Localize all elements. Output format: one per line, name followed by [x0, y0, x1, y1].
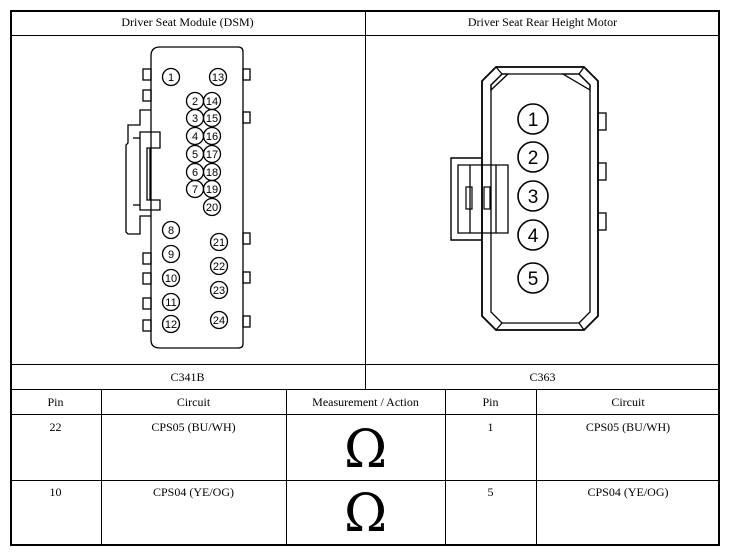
dsm-pin-number: 1 [168, 72, 174, 84]
header-measurement: Measurement / Action [312, 395, 419, 409]
dsm-pin-number: 8 [168, 225, 174, 237]
dsm-pin-number: 9 [168, 249, 174, 261]
dsm-pin-number: 7 [192, 184, 198, 196]
dsm-pin-number: 4 [192, 131, 198, 143]
dsm-pin-number: 13 [212, 72, 224, 84]
dsm-pin-number: 22 [213, 261, 225, 273]
row2-circuit-b: CPS04 (YE/OG) [587, 485, 669, 499]
divider [286, 389, 287, 546]
dsm-pin-number: 23 [213, 285, 225, 297]
divider [101, 389, 102, 546]
row1-circuit-b: CPS05 (BU/WH) [585, 420, 671, 434]
dsm-pin-number: 5 [192, 149, 198, 161]
dsm-pin-number: 16 [206, 131, 218, 143]
motor-pin-number: 5 [528, 269, 539, 290]
dsm-pin-number: 12 [165, 319, 177, 331]
row2-circuit-a: CPS04 (YE/OG) [152, 485, 234, 499]
header-circuit-a: Circuit [176, 395, 211, 409]
dsm-pin-number: 19 [206, 184, 218, 196]
divider [445, 389, 446, 546]
row2-pin-a: 10 [49, 485, 62, 499]
dsm-pin-number: 10 [165, 273, 177, 285]
row2-ohm-symbol: Ω [343, 484, 388, 544]
row1-pin-a: 22 [49, 420, 62, 434]
divider [536, 389, 537, 546]
divider [10, 414, 720, 415]
row2-pin-b: 5 [487, 485, 494, 499]
divider [10, 480, 720, 481]
motor-pin-circles [517, 103, 549, 294]
dsm-pin-number: 3 [192, 113, 198, 125]
header-circuit-b: Circuit [611, 395, 645, 409]
divider [365, 10, 366, 390]
motor-connector-body [450, 66, 607, 331]
right-connector-title: Driver Seat Rear Height Motor [467, 15, 618, 29]
dsm-pin-number: 11 [165, 297, 176, 309]
row1-ohm-symbol: Ω [343, 420, 388, 480]
dsm-pin-circles [161, 67, 229, 334]
dsm-pin-number: 24 [213, 315, 225, 327]
dsm-pin-number: 15 [206, 113, 218, 125]
motor-pin-numbers: 1 2 3 4 5 [528, 110, 539, 290]
dsm-pin-number: 14 [206, 96, 218, 108]
left-connector-label: C341B [170, 370, 205, 384]
dsm-pin-number: 6 [192, 167, 198, 179]
motor-pin-number: 4 [528, 226, 539, 247]
dsm-pin-number: 17 [206, 149, 218, 161]
dsm-pin-number: 20 [206, 202, 218, 214]
dsm-pin-number: 21 [213, 237, 225, 249]
left-connector-title: Driver Seat Module (DSM) [121, 15, 254, 29]
motor-pin-number: 3 [528, 187, 539, 208]
dsm-connector-body [125, 46, 251, 349]
header-pin-a: Pin [47, 395, 64, 409]
header-pin-b: Pin [482, 395, 499, 409]
motor-pin-number: 2 [528, 148, 539, 169]
dsm-pin-numbers: 1 13 2 14 3 15 4 16 5 17 6 18 7 19 20 8 … [165, 72, 225, 331]
row1-circuit-a: CPS05 (BU/WH) [151, 420, 236, 434]
dsm-pin-number: 2 [192, 96, 198, 108]
row1-pin-b: 1 [487, 420, 494, 434]
dsm-pin-number: 18 [206, 167, 218, 179]
motor-pin-number: 1 [528, 110, 539, 131]
right-connector-label: C363 [529, 370, 556, 384]
